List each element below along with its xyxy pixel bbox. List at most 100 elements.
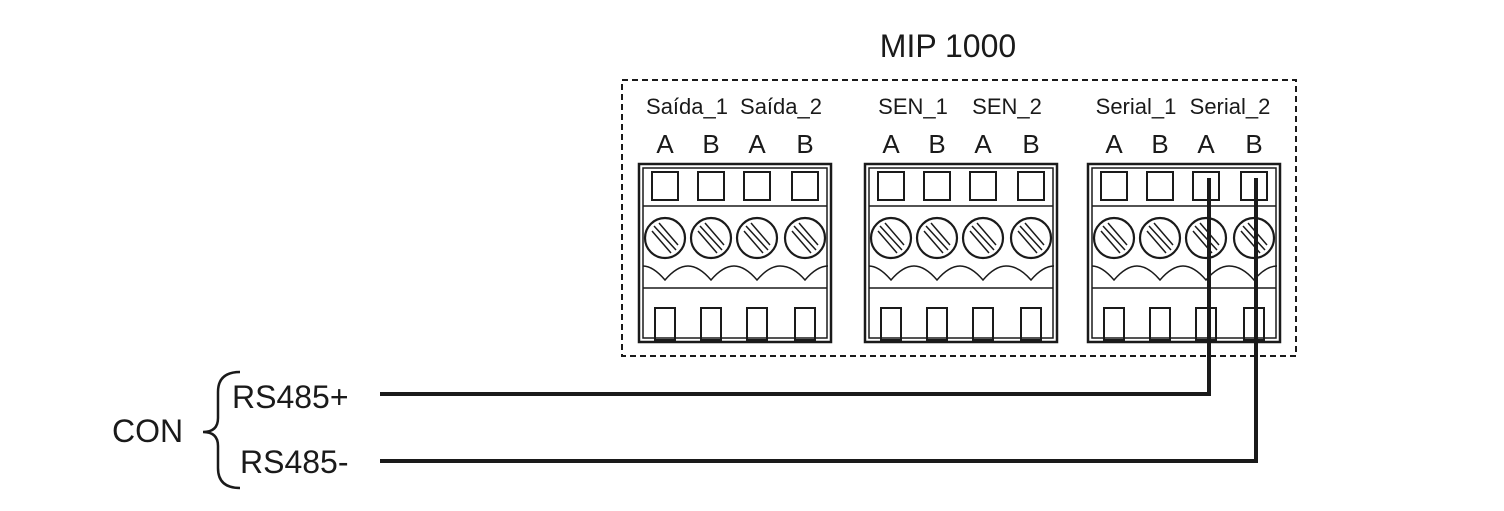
connector-label: CON [112, 413, 183, 449]
group-label: Saída_1 [646, 94, 728, 119]
bottom-slot [746, 307, 768, 341]
terminal-label: A [882, 129, 900, 159]
wire-label-rs485-plus: RS485+ [232, 379, 349, 415]
screw-slot [653, 225, 677, 251]
screw-slot [1194, 225, 1218, 251]
wire-label-rs485-minus: RS485- [240, 444, 349, 480]
group-label: Saída_2 [740, 94, 822, 119]
screw-slot [697, 230, 718, 254]
screw-slot [1146, 230, 1167, 254]
screw-slot [925, 225, 949, 251]
group-label: Serial_1 [1096, 94, 1177, 119]
screw-slot [1148, 225, 1172, 251]
screw-slot [1100, 230, 1121, 254]
screw-slot [704, 222, 725, 246]
screw-slot [971, 225, 995, 251]
terminal-label: A [1197, 129, 1215, 159]
terminal-block-frame [1091, 167, 1277, 339]
screw-slot [930, 222, 951, 246]
screw-icon [1009, 216, 1053, 260]
wire-entry-square [1192, 171, 1220, 201]
screw-slot [1102, 225, 1126, 251]
wire-rs485-plus [380, 178, 1211, 396]
terminal-label: B [1151, 129, 1168, 159]
screw-slot [884, 222, 905, 246]
screw-icon [1138, 216, 1182, 260]
bottom-slot [700, 307, 722, 341]
screw-icon [783, 216, 827, 260]
wire-entry-square [877, 171, 905, 201]
bottom-slot [654, 307, 676, 341]
screw-icon [1184, 216, 1228, 260]
group-label: SEN_1 [878, 94, 948, 119]
screw-slot [969, 230, 990, 254]
bottom-slot [1195, 307, 1217, 341]
screw-slot [923, 230, 944, 254]
terminal-label: B [928, 129, 945, 159]
screw-slot [1153, 222, 1174, 246]
bottom-slot [1149, 307, 1171, 341]
screw-slot [1024, 222, 1045, 246]
bottom-slot [794, 307, 816, 341]
screw-icon [1092, 216, 1136, 260]
terminal-label: A [974, 129, 992, 159]
screw-icon [961, 216, 1005, 260]
screw-slot [1019, 225, 1043, 251]
screw-slot [879, 225, 903, 251]
block-wave [1091, 265, 1278, 282]
wire-entry-square [651, 171, 679, 201]
block-wave [642, 265, 829, 282]
wire-entry-square [1146, 171, 1174, 201]
screw-slot [658, 222, 679, 246]
bottom-slot [926, 307, 948, 341]
screw-slot [651, 230, 672, 254]
wire-entry-square [791, 171, 819, 201]
screw-icon [735, 216, 779, 260]
screw-slot [750, 222, 771, 246]
terminal-label: A [656, 129, 674, 159]
wire-entry-square [743, 171, 771, 201]
bottom-slot [1103, 307, 1125, 341]
connector-brace [202, 370, 241, 490]
bottom-slot [972, 307, 994, 341]
terminal-label: B [1245, 129, 1262, 159]
screw-icon [869, 216, 913, 260]
terminal-label: A [748, 129, 766, 159]
screw-icon [643, 216, 687, 260]
screw-slot [798, 222, 819, 246]
screw-slot [1107, 222, 1128, 246]
terminal-block-frame [642, 167, 828, 339]
screw-slot [791, 230, 812, 254]
block-wave [868, 265, 1055, 282]
screw-icon [689, 216, 733, 260]
terminal-block-body [637, 162, 833, 344]
screw-slot [793, 225, 817, 251]
screw-slot [699, 225, 723, 251]
wire-entry-square [1100, 171, 1128, 201]
group-label: SEN_2 [972, 94, 1042, 119]
screw-slot [976, 222, 997, 246]
wire-rs485-minus [380, 178, 1258, 463]
terminal-block-body [863, 162, 1059, 344]
screw-slot [745, 225, 769, 251]
screw-slot [743, 230, 764, 254]
terminal-label: B [702, 129, 719, 159]
terminal-block-body [1086, 162, 1282, 344]
bottom-slot [1020, 307, 1042, 341]
terminal-label: B [796, 129, 813, 159]
bottom-slot [880, 307, 902, 341]
terminal-label: B [1022, 129, 1039, 159]
device-enclosure [621, 79, 1297, 357]
screw-icon [915, 216, 959, 260]
group-label: Serial_2 [1190, 94, 1271, 119]
terminal-block-frame [868, 167, 1054, 339]
wire-entry-square [923, 171, 951, 201]
wire-entry-square [697, 171, 725, 201]
wire-entry-square [969, 171, 997, 201]
screw-slot [1017, 230, 1038, 254]
screw-slot [877, 230, 898, 254]
device-title: MIP 1000 [880, 28, 1016, 64]
